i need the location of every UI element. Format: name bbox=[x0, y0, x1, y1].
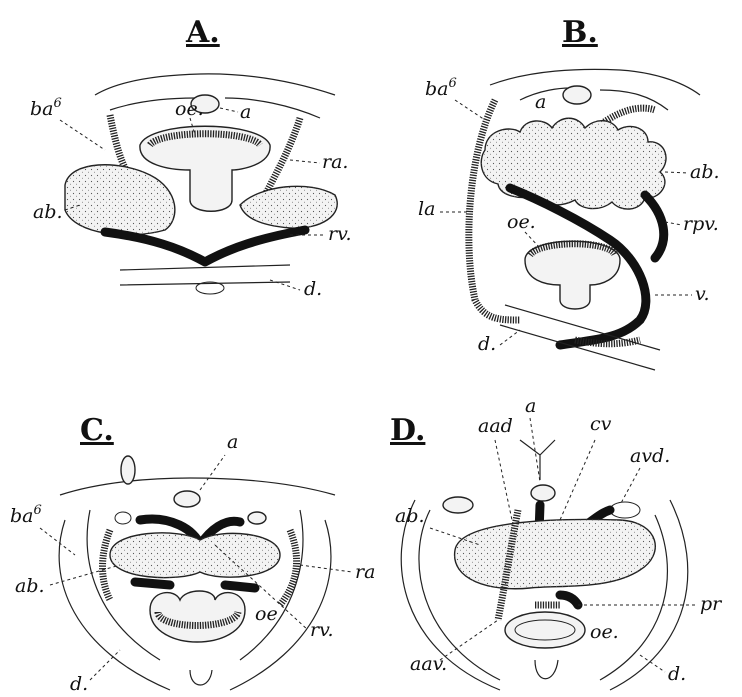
panel-c-vein-lower bbox=[135, 582, 255, 588]
panel-d-leader-aad bbox=[495, 440, 512, 520]
panel-c-leader-ba6 bbox=[40, 528, 75, 555]
panel-c-right-vessel bbox=[248, 512, 266, 524]
panel-b-oesophagus bbox=[525, 241, 620, 309]
panel-b-label-ab: ab. bbox=[690, 161, 720, 183]
panel-a-label-rv: rv. bbox=[328, 223, 352, 245]
panel-c-left-ring bbox=[115, 512, 131, 524]
panel-c-left-vessel bbox=[121, 456, 135, 484]
panel-d-label-aad: aad bbox=[478, 415, 513, 437]
panel-c-label-ab: ab. bbox=[15, 575, 45, 597]
panel-c-duct bbox=[190, 670, 212, 685]
panel-c-title: C. bbox=[80, 413, 114, 448]
panel-c-aorta bbox=[174, 491, 200, 507]
panel-c-leader-d bbox=[90, 650, 120, 680]
panel-d-label-ab: ab. bbox=[395, 505, 425, 527]
panel-c-label-rv: rv. bbox=[310, 619, 334, 641]
panel-d-top-vessel bbox=[520, 440, 555, 480]
panel-a-vein bbox=[105, 230, 305, 262]
panel-b-leader-oe bbox=[525, 232, 540, 248]
panel-d-label-a: a bbox=[525, 395, 536, 417]
panel-b-duct bbox=[500, 305, 660, 370]
panel-b-label-la: la bbox=[418, 198, 435, 220]
panel-c-leader-ra bbox=[300, 565, 352, 572]
panel-b-leader-d bbox=[500, 330, 520, 345]
panel-b: B. ba6 a ab. la oe. rpv. v. d. bbox=[418, 15, 720, 370]
panel-c: C. a ba6 ab. ra oe rv. d. bbox=[10, 413, 375, 695]
panel-a-body-wall bbox=[95, 74, 335, 95]
panel-a-leader-ra bbox=[290, 160, 320, 163]
panel-d-label-avd: avd. bbox=[630, 445, 670, 467]
panel-b-title: B. bbox=[562, 15, 598, 50]
panel-a: A. ba6 oe. a ra. ab. rv. d. bbox=[30, 15, 352, 300]
panel-d: D. aad a cv avd. ab. pr oe. aav. d bbox=[390, 395, 723, 690]
panel-b-wall-inner-right bbox=[600, 90, 668, 110]
panel-b-body-wall bbox=[490, 69, 700, 95]
panel-d-duct bbox=[535, 660, 558, 679]
panel-b-right-portal-vein bbox=[645, 195, 664, 258]
panel-a-leader-ba6 bbox=[60, 120, 105, 150]
panel-b-label-d: d. bbox=[478, 333, 496, 355]
panel-d-label-oe: oe. bbox=[590, 621, 619, 643]
panel-d-label-aav: aav. bbox=[410, 653, 447, 675]
panel-a-title: A. bbox=[185, 15, 220, 50]
panel-d-label-cv: cv bbox=[590, 413, 612, 435]
panel-b-aorta bbox=[563, 86, 591, 104]
panel-d-leader-avd bbox=[620, 468, 640, 505]
panel-a-leader-a bbox=[220, 108, 238, 112]
panel-b-label-ba6: ba6 bbox=[425, 76, 457, 100]
panel-b-leader-ba6 bbox=[455, 100, 485, 120]
panel-c-left-arch bbox=[103, 530, 111, 600]
panel-a-label-ra: ra. bbox=[322, 151, 348, 173]
panel-c-right-arch bbox=[280, 530, 297, 605]
panel-d-label-pr: pr bbox=[700, 593, 723, 615]
panel-d-leader-cv bbox=[560, 440, 595, 520]
panel-d-leader-a bbox=[530, 418, 540, 482]
panel-b-leader-rpv bbox=[665, 222, 682, 225]
panel-d-leader-d bbox=[640, 655, 665, 672]
panel-b-label-rpv: rpv. bbox=[683, 213, 719, 235]
panel-c-label-d: d. bbox=[70, 673, 88, 695]
panel-c-body-wall bbox=[60, 478, 335, 495]
panel-d-aorta bbox=[531, 485, 555, 501]
panel-d-left-vessel bbox=[443, 497, 473, 513]
panel-c-label-ra: ra bbox=[355, 561, 375, 583]
panel-d-label-d: d. bbox=[668, 663, 686, 685]
panel-c-label-a: a bbox=[227, 431, 238, 453]
panel-b-label-a: a bbox=[535, 91, 546, 113]
panel-b-leader-ab bbox=[665, 172, 688, 173]
panel-a-label-ba6: ba6 bbox=[30, 96, 62, 120]
panel-a-label-a: a bbox=[240, 101, 251, 123]
panel-b-label-oe: oe. bbox=[507, 211, 536, 233]
panel-d-pr-vein bbox=[560, 595, 578, 605]
panel-a-label-ab: ab. bbox=[33, 201, 63, 223]
panel-b-label-v: v. bbox=[695, 283, 710, 305]
panel-d-oesophagus bbox=[505, 612, 585, 648]
panel-c-label-ba6: ba6 bbox=[10, 503, 42, 527]
panel-a-label-d: d. bbox=[304, 278, 322, 300]
panel-c-label-oe: oe bbox=[255, 603, 278, 625]
panel-c-leader-a bbox=[200, 455, 225, 490]
panel-d-title: D. bbox=[390, 413, 425, 448]
panel-a-label-oe: oe. bbox=[175, 98, 204, 120]
